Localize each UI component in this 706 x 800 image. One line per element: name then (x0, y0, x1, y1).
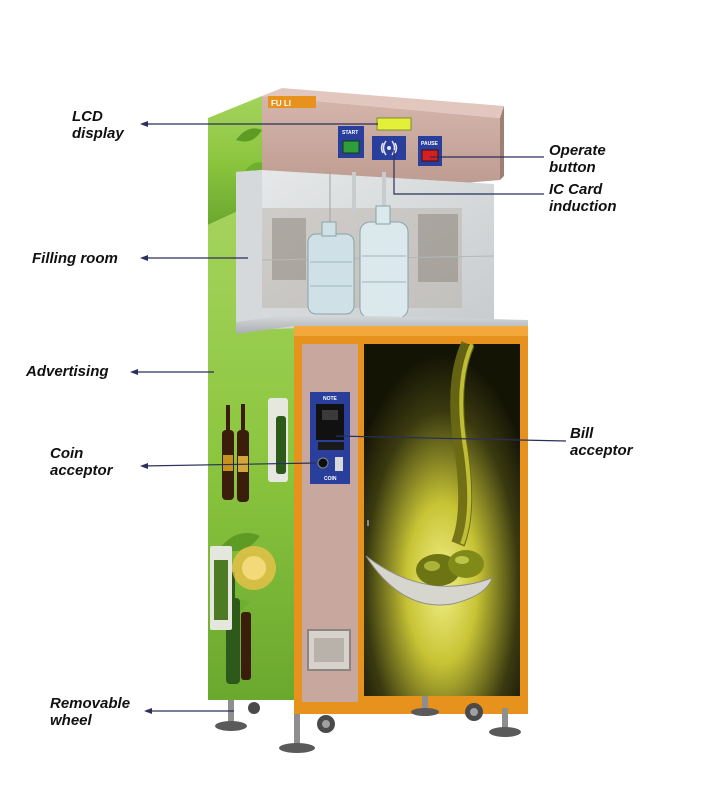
door-advert (364, 344, 520, 696)
green-side-panel (208, 96, 294, 700)
label-lcd-display: LCD display (72, 108, 124, 142)
coin-slot[interactable] (317, 457, 329, 469)
label-advertising: Advertising (26, 363, 109, 380)
pause-button[interactable] (421, 149, 439, 162)
label-filling-room: Filling room (32, 250, 118, 267)
bill-slot[interactable] (316, 404, 344, 440)
coin-label: COIN (324, 476, 337, 482)
brand-logo-text: FU LI (271, 99, 291, 108)
filling-shelf (236, 314, 528, 334)
side-bottles (210, 398, 288, 684)
label-operate-button: Operate button (549, 142, 606, 176)
leader-arrowheads (130, 121, 152, 714)
lcd-screen (376, 117, 412, 131)
lower-cabinet (294, 326, 528, 714)
nfc-waves-icon (380, 140, 398, 156)
pause-label: PAUSE (421, 141, 439, 147)
removable-wheels (215, 696, 521, 753)
label-ic-card-induction: IC Card induction (549, 181, 617, 215)
label-bill-acceptor: Bill acceptor (570, 425, 633, 459)
leader-ic-card (393, 150, 544, 195)
note-label: NOTE (323, 396, 338, 402)
label-removable-wheel: Removable wheel (50, 695, 131, 729)
start-button[interactable] (342, 140, 360, 154)
leader-lines (132, 123, 567, 712)
leader-coin (141, 462, 317, 467)
label-coin-acceptor: Coin acceptor (50, 445, 113, 479)
filling-jug-left (307, 221, 355, 315)
leader-bill (335, 435, 567, 442)
start-label: START (342, 130, 358, 136)
filling-jug-right (359, 205, 409, 319)
filling-room (236, 170, 528, 334)
